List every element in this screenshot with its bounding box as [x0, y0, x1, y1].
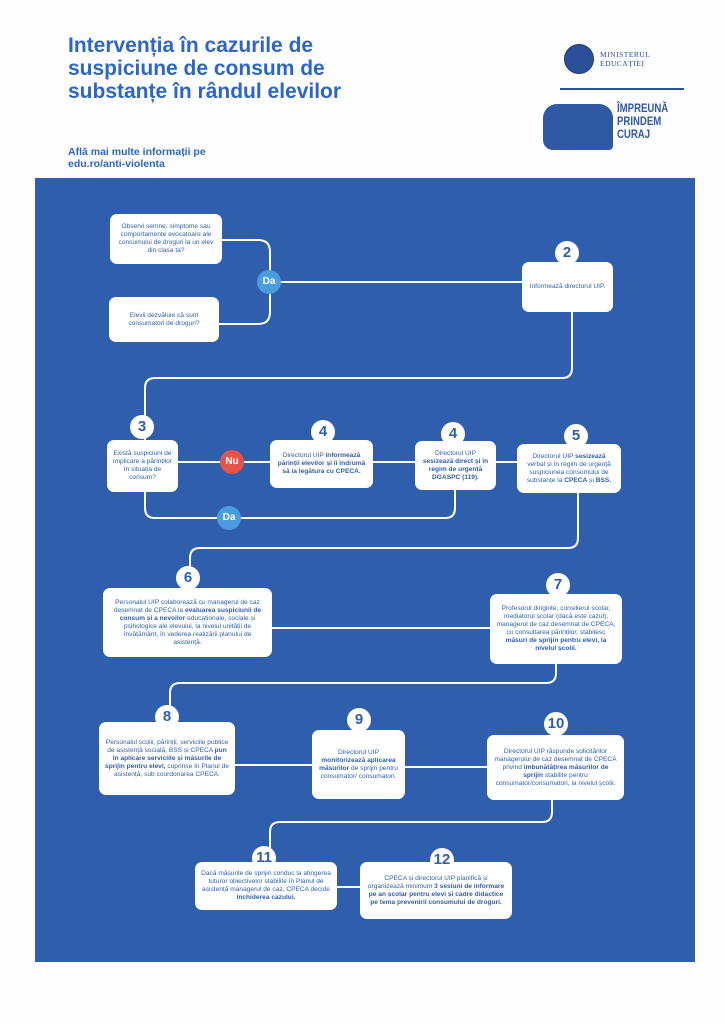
step-text: de sprijin pentru consumator/ consumator… [320, 764, 398, 780]
step-text-bold: BSS. [595, 476, 612, 484]
step-text: Personalul UIP colaborează cu managerul … [113, 598, 260, 614]
step-text: Informează directorul UIP. [529, 283, 606, 290]
step-text-bold: sesizează [575, 452, 606, 460]
step-10-box: Directorul UIP răspunde solicitărilor ma… [487, 735, 624, 800]
step-text: CPECA și directorul UIP planifică și org… [367, 874, 488, 890]
step-text: Personalul școlii, părinții, serviciile … [105, 738, 229, 754]
step-6-number: 6 [176, 566, 200, 590]
step-7-number: 7 [546, 573, 570, 597]
ministry-name-line1: MINISTERUL [600, 50, 651, 59]
step-text: Directorul UIP răspunde solicitărilor ma… [494, 747, 617, 771]
step-text: Dacă măsurile de sprijin conduc la ating… [201, 870, 331, 893]
step-text: cuprinse în Planul de asistență, sub coo… [114, 762, 229, 778]
step-4a-box: Directorul UIP informează părinții elevi… [270, 440, 373, 488]
step-text-bold: pun în aplicare serviciile și măsurile d… [105, 746, 227, 770]
step-text: verbal și în regim de urgență suspiciune… [526, 460, 611, 484]
yes-decision-badge: Da [257, 270, 281, 294]
step-text-bold: monitorizează aplicarea măsurilor [319, 756, 396, 772]
step-3-box: Există suspiciuni de implicare a părinți… [107, 440, 178, 492]
page-title: Intervenția în cazurile de suspiciune de… [68, 34, 342, 103]
coat-of-arms-icon [564, 44, 594, 74]
more-info: Află mai multe informații pe edu.ro/anti… [68, 146, 206, 170]
campaign-line3: CURAJ [617, 127, 651, 141]
connector [144, 312, 573, 440]
step-text: și [587, 476, 596, 484]
connector [269, 800, 553, 860]
yes-decision-badge: Da [217, 506, 241, 530]
question-signs-box: Observi semne, simptome sau comportament… [110, 214, 222, 264]
step-text: Directorul UIP [282, 452, 326, 459]
connector [144, 490, 456, 519]
step-text: Elevii dezvăluie că sunt consumatori de … [128, 311, 200, 327]
step-text-bold: 3 sesiuni de informare pe an școlar pent… [368, 882, 505, 906]
step-text: stabilite pentru consumator/consumatori,… [495, 771, 616, 787]
connector [169, 664, 557, 722]
step-text-bold: informează părinții elevilor și îi îndru… [277, 452, 366, 475]
step-2-box: Informează directorul UIP. [522, 262, 613, 312]
ministry-name-line2: EDUCAȚIEI [600, 59, 645, 68]
step-10-number: 10 [544, 712, 568, 736]
step-5-number: 5 [564, 424, 588, 448]
step-8-number: 8 [155, 705, 179, 729]
question-disclosure-box: Elevii dezvăluie că sunt consumatori de … [109, 297, 219, 342]
step-text: Directorul UIP [337, 748, 380, 756]
more-info-text: Află mai multe informații pe [68, 146, 206, 158]
children-faces-icon [543, 104, 613, 150]
step-11-number: 11 [252, 846, 276, 870]
step-text: Există suspiciuni de implicare a părinți… [113, 450, 172, 481]
step-text-bold: îmbunătățirea măsurilor de sprijin [523, 763, 609, 779]
step-9-number: 9 [347, 708, 371, 732]
connector [235, 764, 487, 768]
step-text: Observi semne, simptome sau comportament… [118, 223, 214, 254]
no-decision-badge: Nu [220, 450, 244, 474]
step-8-box: Personalul școlii, părinții, serviciile … [99, 722, 235, 795]
step-7-box: Profesorul diriginte, consilierul școlar… [490, 594, 622, 664]
step-text-bold: CPECA [564, 476, 588, 484]
step-text: Profesorul diriginte, consilierul școlar… [496, 605, 616, 636]
step-2-number: 2 [555, 241, 579, 265]
step-4b-box: Directorul UIP sesizează direct și în re… [415, 441, 496, 490]
connector [189, 493, 579, 588]
step-5-box: Directorul UIP sesizează verbal și în re… [517, 444, 621, 493]
more-info-link[interactable]: edu.ro/anti-violenta [68, 158, 165, 170]
step-text-bold: sesizează direct și în regim de urgență … [422, 457, 489, 481]
campaign-line2: PRINDEM [617, 114, 662, 128]
step-12-number: 12 [430, 848, 454, 872]
step-4a-number: 4 [311, 420, 335, 444]
step-4b-number: 4 [441, 422, 465, 446]
step-text: Directorul UIP [532, 452, 576, 460]
step-text-bold: închiderea cazului. [236, 894, 296, 901]
step-3-number: 3 [130, 415, 154, 439]
step-text: Directorul UIP [434, 449, 477, 457]
step-text-bold: măsuri de sprijin pentru elevi, la nivel… [505, 637, 607, 652]
step-11-box: Dacă măsurile de sprijin conduc la ating… [195, 862, 337, 910]
step-text: educaționale, sociale și psihologice ale… [123, 614, 256, 646]
step-text-bold: evaluarea suspiciunii de consum și a nev… [119, 606, 262, 622]
divider [560, 88, 684, 90]
step-9-box: Directorul UIP monitorizează aplicarea m… [312, 730, 405, 799]
step-12-box: CPECA și directorul UIP planifică și org… [360, 862, 512, 919]
step-6-box: Personalul UIP colaborează cu managerul … [103, 588, 272, 657]
campaign-line1: ÎMPREUNĂ [617, 101, 669, 115]
